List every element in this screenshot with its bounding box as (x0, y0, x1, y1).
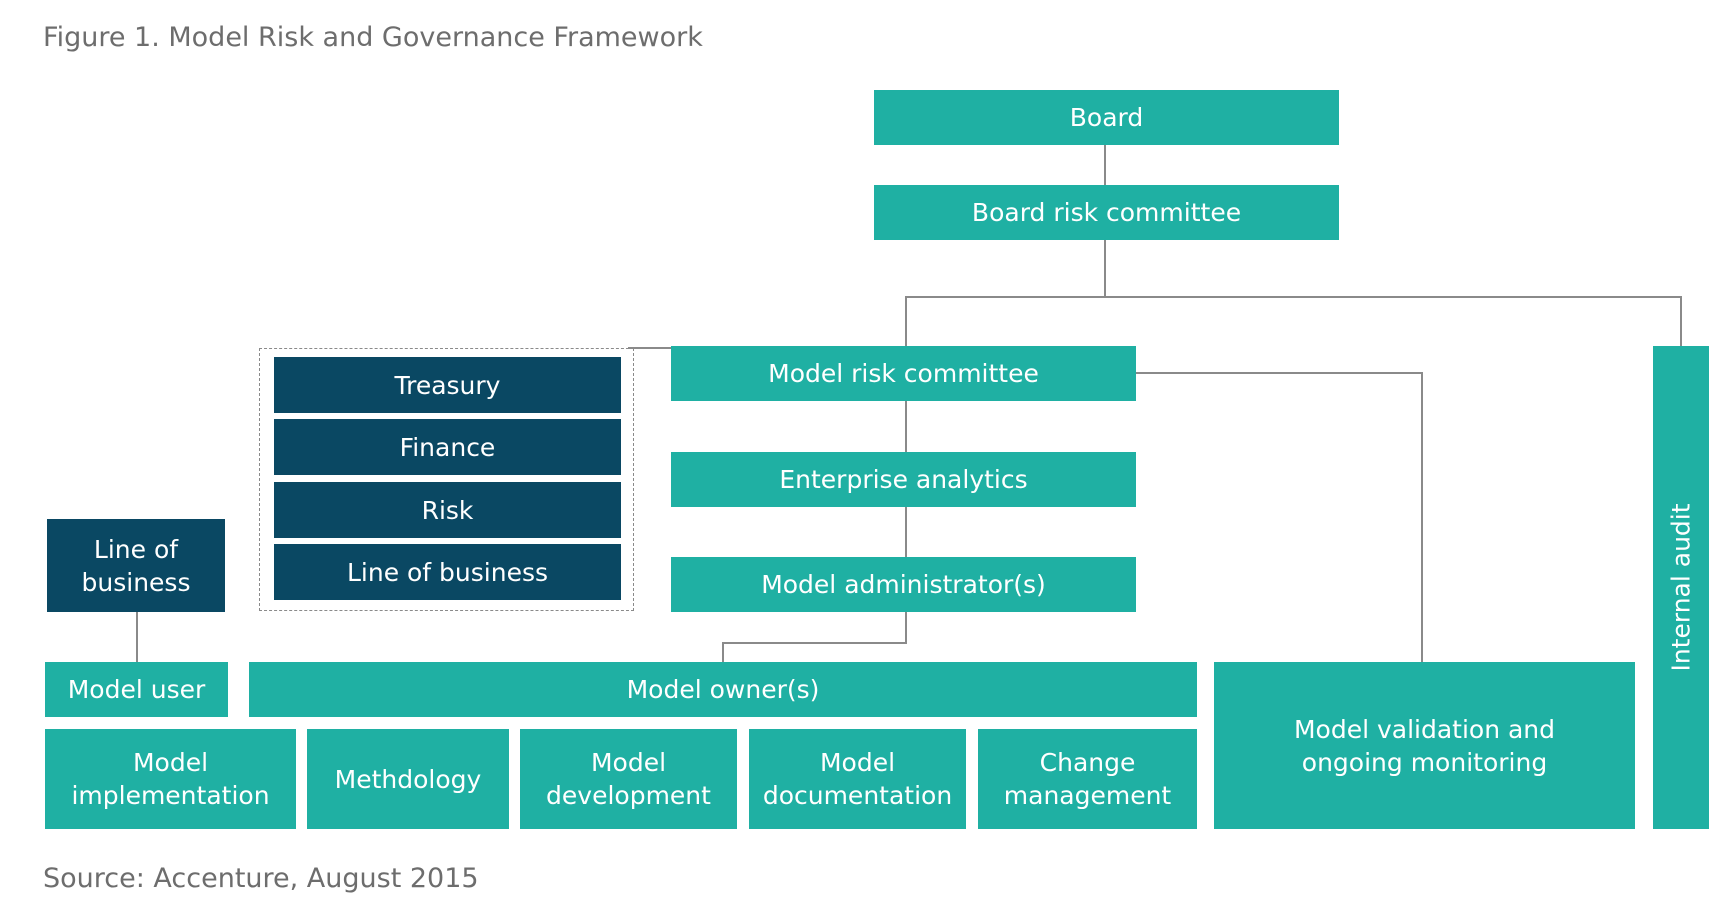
change-management-box: Change management (978, 729, 1197, 829)
risk-box: Risk (274, 482, 621, 538)
model-user-box: Model user (45, 662, 228, 717)
connector-mrc-to-validation (1136, 372, 1423, 662)
finance-box: Finance (274, 419, 621, 475)
business-units-group (259, 348, 634, 611)
model-documentation-box: Model documentation (749, 729, 966, 829)
internal-audit-box: Internal audit (1653, 346, 1709, 829)
figure-title: Figure 1. Model Risk and Governance Fram… (43, 22, 703, 53)
connector-brc-horizontal (905, 296, 1682, 346)
model-risk-committee-box: Model risk committee (671, 346, 1136, 401)
enterprise-analytics-box: Enterprise analytics (671, 452, 1136, 507)
internal-audit-label: Internal audit (1666, 503, 1696, 672)
model-administrators-box: Model administrator(s) (671, 557, 1136, 612)
model-owners-box: Model owner(s) (249, 662, 1197, 717)
model-implementation-box: Model implementation (45, 729, 296, 829)
treasury-box: Treasury (274, 357, 621, 413)
model-validation-box: Model validation and ongoing monitoring (1214, 662, 1635, 829)
board-risk-committee-box: Board risk committee (874, 185, 1339, 240)
connector-admin-to-owners (722, 612, 907, 662)
model-development-box: Model development (520, 729, 737, 829)
board-box: Board (874, 90, 1339, 145)
line-of-business-group-box: Line of business (274, 544, 621, 600)
line-of-business-box: Line of business (47, 519, 225, 612)
source-caption: Source: Accenture, August 2015 (43, 863, 479, 894)
methodology-box: Methdology (307, 729, 509, 829)
